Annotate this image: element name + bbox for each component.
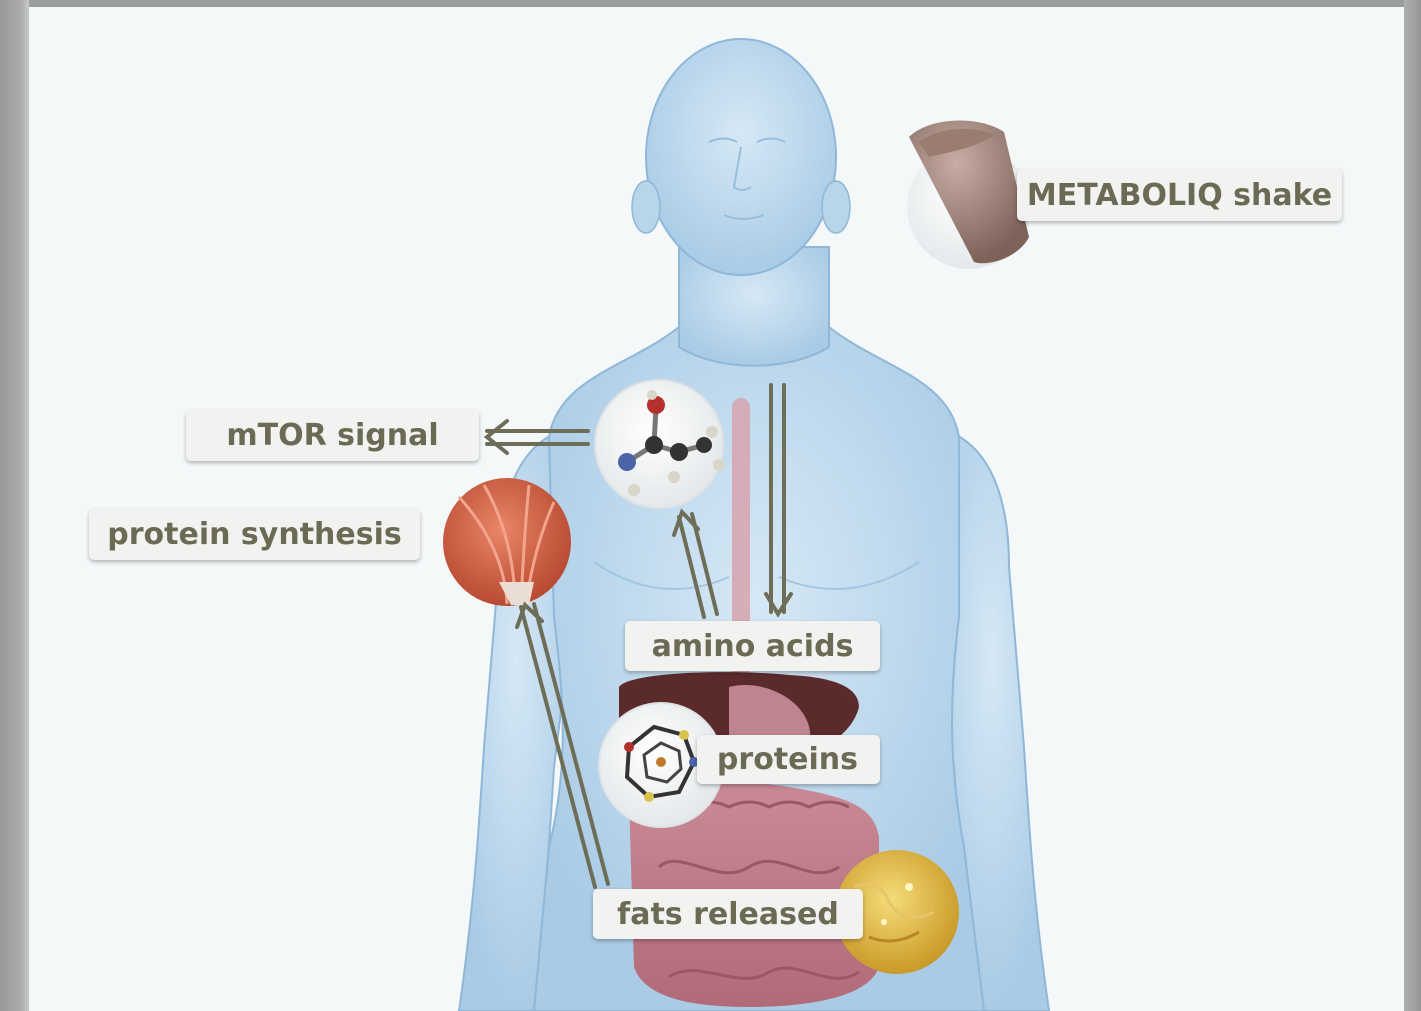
amino-acid-molecule-image bbox=[595, 380, 725, 508]
label-mtor-signal: mTOR signal bbox=[186, 410, 479, 461]
label-amino-acids: amino acids bbox=[625, 621, 880, 671]
muscle-image bbox=[443, 478, 571, 606]
head bbox=[646, 39, 836, 275]
ear-left bbox=[632, 181, 660, 233]
diagram-canvas: METABOLIQ shake mTOR signal protein synt… bbox=[29, 7, 1404, 1011]
window-frame-right bbox=[1404, 0, 1421, 1011]
window-frame-left bbox=[0, 0, 29, 1011]
label-protein-synthesis: protein synthesis bbox=[89, 509, 420, 560]
label-proteins: proteins bbox=[697, 735, 880, 784]
label-metaboliq-shake: METABOLIQ shake bbox=[1017, 169, 1342, 221]
ear-right bbox=[822, 181, 850, 233]
shake-image bbox=[907, 121, 1031, 269]
label-fats-released: fats released bbox=[593, 889, 863, 939]
window-frame-top bbox=[0, 0, 1421, 7]
